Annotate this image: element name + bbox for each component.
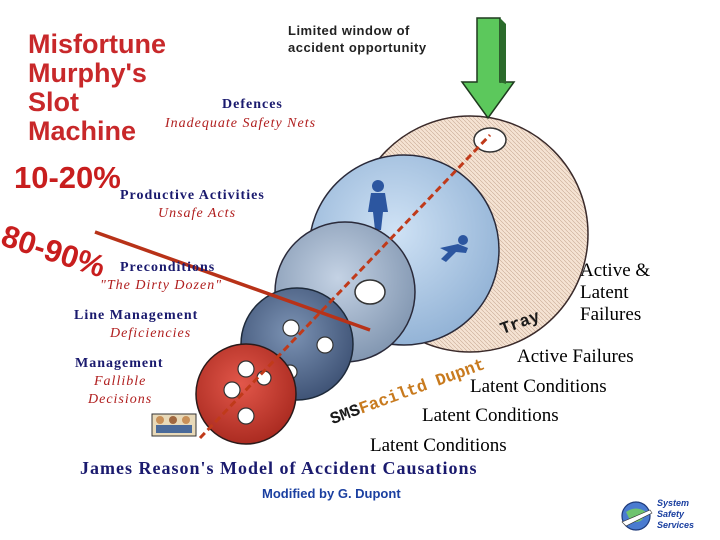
title-line-3: Slot xyxy=(28,87,79,117)
window-label-line-1: Limited window of xyxy=(288,23,410,38)
management-disc xyxy=(195,343,297,445)
preconditions-subtitle: "The Dirty Dozen" xyxy=(100,278,223,293)
logo-line-3: Services xyxy=(657,520,695,530)
management-hole xyxy=(223,381,241,399)
latent-conditions-label-3: Latent Conditions xyxy=(370,435,507,456)
management-hole xyxy=(237,407,255,425)
modified-by-label: Modified by G. Dupont xyxy=(262,486,401,501)
percent-label-10-20: 10-20% xyxy=(14,160,121,195)
footer-caption: James Reason's Model of Accident Causati… xyxy=(80,458,478,478)
logo-line-1: System xyxy=(657,498,690,508)
management-hole xyxy=(237,360,255,378)
preconditions-hole xyxy=(354,279,386,305)
logo-line-2: Safety xyxy=(657,509,685,519)
title-line-4: Machine xyxy=(28,116,137,146)
active-latent-line-3: Failures xyxy=(580,304,642,325)
window-label: Limited window of accident opportunity xyxy=(288,22,427,56)
productive-subtitle: Unsafe Acts xyxy=(158,206,237,221)
window-arrow-icon xyxy=(460,17,516,120)
person-standing-icon xyxy=(368,180,388,230)
latent-conditions-label-1: Latent Conditions xyxy=(470,376,607,397)
defences-heading: Defences xyxy=(222,97,283,112)
active-latent-failures-label: Active & Latent Failures xyxy=(580,260,650,326)
active-latent-line-1: Active & xyxy=(580,260,651,281)
window-label-line-2: accident opportunity xyxy=(288,40,427,55)
management-subtitle-2: Decisions xyxy=(88,392,153,407)
active-latent-line-2: Latent xyxy=(580,282,629,303)
management-team-icon xyxy=(151,413,197,437)
preconditions-heading: Preconditions xyxy=(120,260,216,275)
person-falling-icon xyxy=(440,235,468,262)
system-safety-logo-text: System Safety Services xyxy=(657,498,694,531)
accident-trajectory xyxy=(198,133,492,440)
defences-subtitle: Inadequate Safety Nets xyxy=(165,116,317,131)
management-heading: Management xyxy=(75,356,164,371)
line-management-hole xyxy=(316,336,334,354)
percent-pointer-line xyxy=(94,230,371,332)
defences-hole xyxy=(473,127,507,153)
management-subtitle-1: Fallible xyxy=(94,374,147,389)
line-management-subtitle: Deficiencies xyxy=(110,326,192,341)
page-title: Misfortune Murphy's Slot Machine xyxy=(28,30,166,146)
line-management-hole xyxy=(282,319,300,337)
active-failures-label: Active Failures xyxy=(517,346,634,367)
title-line-2: Murphy's xyxy=(28,58,147,88)
latent-conditions-label-2: Latent Conditions xyxy=(422,405,559,426)
productive-heading: Productive Activities xyxy=(120,188,265,203)
line-management-heading: Line Management xyxy=(74,308,199,323)
system-safety-logo-icon xyxy=(621,501,653,531)
title-line-1: Misfortune xyxy=(28,29,166,59)
